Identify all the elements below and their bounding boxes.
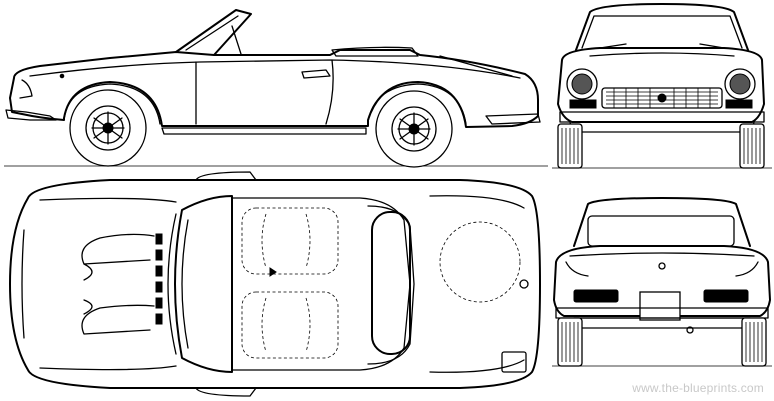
door (195, 59, 334, 125)
front-wheel (63, 83, 161, 167)
seat-right (241, 291, 339, 359)
front-body-outline (557, 47, 765, 123)
rear-deck-window (371, 211, 411, 355)
watermark-text: www.the-blueprints.com (632, 381, 764, 395)
hood-curve-upper (81, 233, 155, 265)
rear-soft-top (573, 197, 751, 247)
front-bumper (5, 109, 57, 121)
trunk-lid (367, 205, 415, 365)
left-tail-light (573, 289, 619, 303)
rear-view (552, 197, 772, 367)
door-handle (301, 69, 331, 79)
front-view-bumper (559, 111, 765, 123)
front-windshield (575, 3, 749, 51)
cockpit (231, 197, 411, 371)
rear-body-outline (553, 245, 771, 317)
windshield (175, 9, 252, 56)
rear-bumper (485, 113, 541, 125)
top-windshield (174, 195, 233, 373)
spare-wheel (439, 221, 521, 303)
right-tail-light (703, 289, 749, 303)
side-view (4, 9, 548, 168)
seat-left (241, 207, 339, 275)
front-view (552, 3, 772, 169)
rear-wheel (367, 83, 467, 168)
hood-curve-lower (81, 304, 155, 335)
top-view (9, 171, 541, 397)
rear-window (587, 215, 735, 247)
license-plate (639, 291, 681, 321)
rear-view-bumper (555, 307, 769, 319)
top-body-outline (9, 179, 541, 389)
